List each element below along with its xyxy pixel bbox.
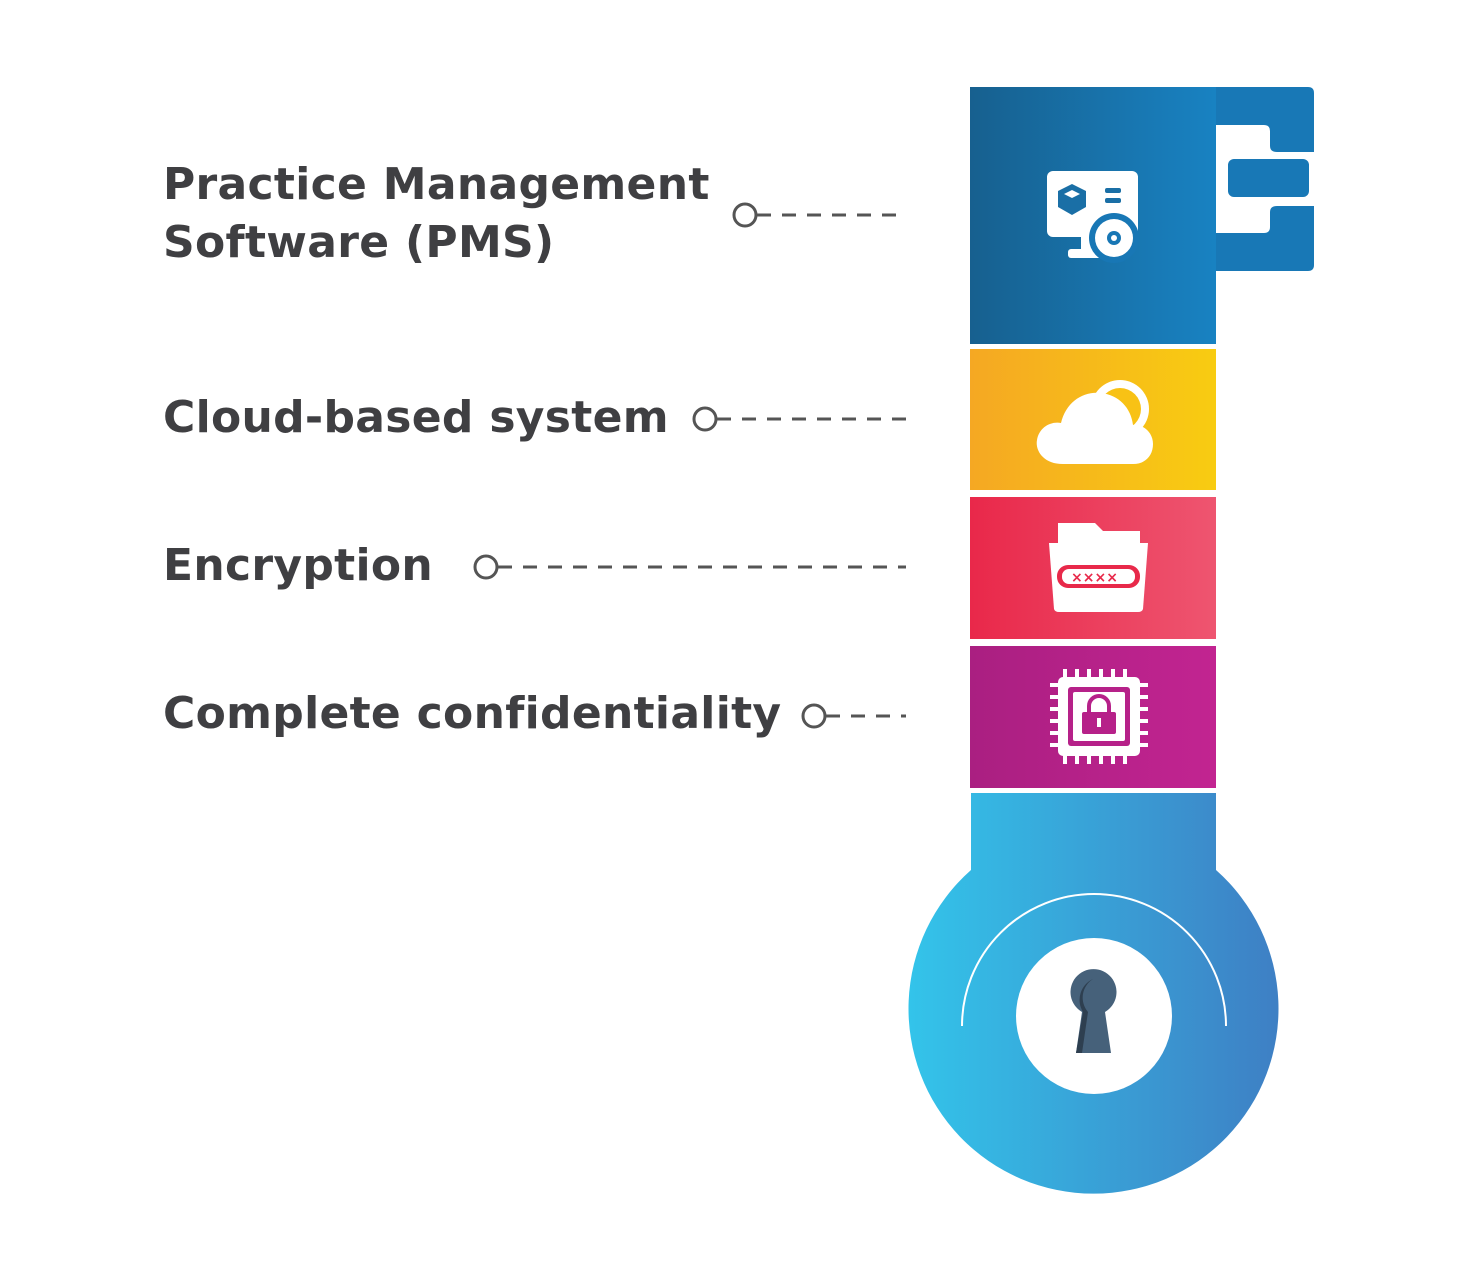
label-confidentiality: Complete confidentiality [163, 688, 782, 739]
label-pms: Practice Management Software (PMS) [163, 156, 710, 272]
label-pms-line2: Software (PMS) [163, 217, 555, 268]
cloud-icon [1036, 380, 1153, 464]
connector-encryption [473, 554, 906, 580]
label-encryption: Encryption [163, 540, 434, 591]
key-handle [908, 793, 1279, 1194]
label-cloud: Cloud-based system [163, 392, 669, 443]
label-pms-line1: Practice Management [163, 159, 710, 210]
key-teeth [1200, 87, 1314, 271]
connector-confidentiality [801, 703, 906, 729]
password-mask-text: ××××_ [1071, 570, 1125, 586]
connector-cloud [692, 406, 906, 432]
secure-chip-icon [1050, 669, 1148, 764]
computer-settings-icon [1047, 171, 1139, 263]
encrypted-folder-icon: ××××_ [1049, 523, 1148, 612]
connector-pms [732, 202, 906, 228]
keyhole-icon [1070, 969, 1117, 1053]
